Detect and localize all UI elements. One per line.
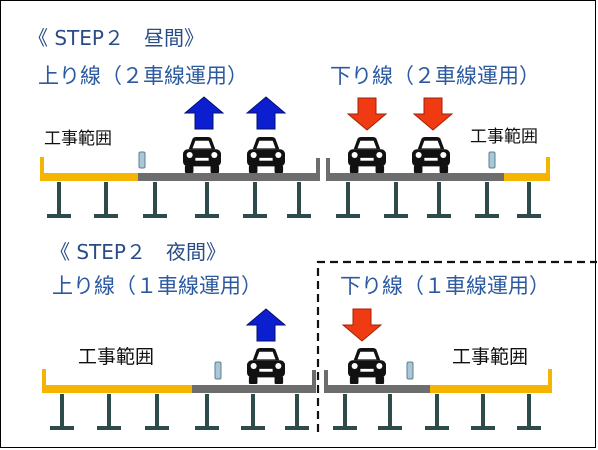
barrier-icon [138, 151, 146, 169]
pier [47, 182, 71, 218]
pier [145, 394, 169, 430]
barrier-icon [214, 361, 222, 380]
pier [517, 182, 541, 218]
pier [378, 394, 402, 430]
arrow-up-icon [246, 96, 286, 130]
pier [427, 182, 451, 218]
car-icon [412, 136, 450, 174]
arrow-up-icon [246, 308, 286, 342]
arrow-up-icon [184, 96, 224, 130]
pier [143, 182, 167, 218]
day-up-deck [40, 157, 320, 181]
pier [50, 394, 74, 430]
pier [243, 182, 267, 218]
car-icon [183, 136, 221, 174]
night-down-deck [324, 369, 552, 393]
pier [287, 182, 311, 218]
pier [285, 394, 309, 430]
day-down-deck [326, 157, 550, 181]
step-night-title: 《 STEP２ 夜間》 [50, 240, 226, 264]
night-up-lane-label: 上り線（１車線運用） [52, 274, 262, 298]
pier [97, 394, 121, 430]
night-piers [50, 394, 541, 430]
pier [475, 182, 499, 218]
car-icon [247, 347, 285, 385]
pier [195, 394, 219, 430]
pier [241, 394, 265, 430]
pier [195, 182, 219, 218]
pier [425, 394, 449, 430]
step-day-title: 《 STEP２ 昼間》 [28, 26, 204, 50]
car-icon [348, 136, 386, 174]
night-work-zone-right: 工事範囲 [452, 346, 529, 368]
arrow-down-icon [342, 308, 382, 342]
pier [517, 394, 541, 430]
car-icon [348, 347, 386, 385]
pier [471, 394, 495, 430]
night-down-dashed-frame [316, 260, 597, 432]
barrier-icon [406, 361, 414, 380]
night-down-lane-label: 下り線（１車線運用） [340, 274, 550, 298]
pier [384, 182, 408, 218]
car-icon [247, 136, 285, 174]
arrow-down-icon [347, 97, 387, 131]
day-down-lane-label: 下り線（２車線運用） [330, 64, 540, 88]
arrow-down-icon [413, 97, 453, 131]
night-work-zone-left: 工事範囲 [78, 346, 155, 368]
night-up-deck [42, 369, 316, 393]
day-piers [47, 182, 541, 218]
pier [336, 182, 360, 218]
day-up-lane-label: 上り線（２車線運用） [38, 64, 248, 88]
pier [333, 394, 357, 430]
barrier-icon [488, 151, 496, 169]
pier [94, 182, 118, 218]
day-work-zone-right: 工事範囲 [470, 127, 538, 147]
day-work-zone-left: 工事範囲 [44, 129, 112, 149]
